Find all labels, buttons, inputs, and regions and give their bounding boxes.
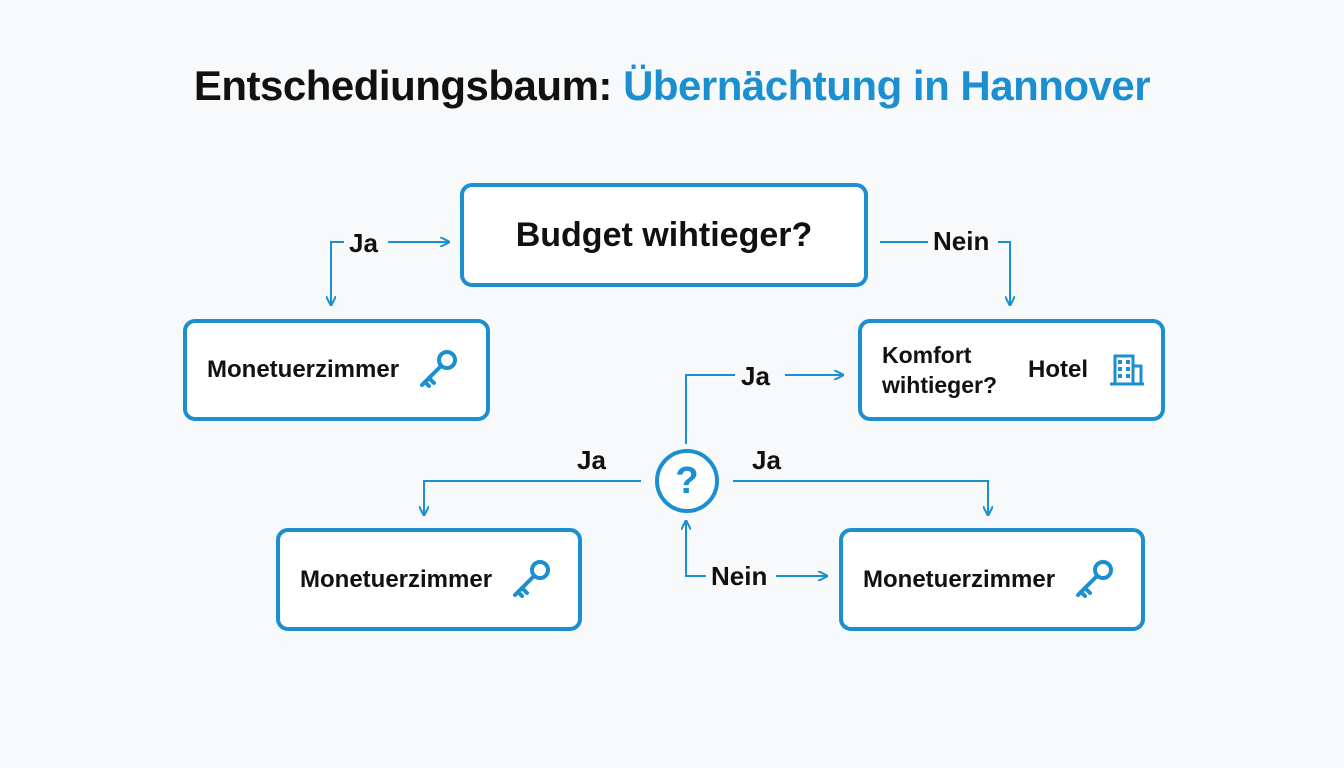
key-icon (1071, 557, 1117, 603)
hotel-building-icon (1106, 350, 1146, 390)
edge-label-q-bottom: Nein (711, 561, 768, 591)
edge-q-right (733, 480, 988, 514)
root-question-node: Budget wihtieger? (460, 183, 868, 287)
edge-q-up-line (685, 374, 735, 444)
edge-label-q-right: Ja (752, 445, 781, 475)
edge-root-right-down (998, 241, 1010, 304)
edge-label-q-up: Ja (741, 361, 770, 391)
leaf-node-left: Monetuerzimmer (183, 319, 490, 421)
comfort-question-node: Komfort wihtieger? Hotel (858, 319, 1165, 421)
edge-root-left-down (331, 241, 344, 304)
title-accent: Übernächtung in Hannover (623, 62, 1151, 109)
comfort-question-label: Komfort wihtieger? (882, 342, 998, 398)
key-icon (415, 347, 461, 393)
root-question-label: Budget wihtieger? (515, 215, 813, 254)
diagram-title: Entschediungsbaum: Übernächtung in Hanno… (0, 62, 1344, 110)
edge-label-root-left: Ja (349, 228, 378, 258)
decision-question-icon: ? (655, 449, 719, 513)
leaf-node-bottom-left: Monetuerzimmer (276, 528, 582, 631)
leaf-node-bottom-right: Monetuerzimmer (839, 528, 1145, 631)
leaf-label: Monetuerzimmer (207, 356, 400, 383)
hotel-label: Hotel (1028, 356, 1088, 383)
key-icon (508, 557, 554, 603)
title-main: Entschediungsbaum: (193, 62, 624, 109)
edge-label-q-left: Ja (577, 445, 606, 475)
edge-q-bottom-up (686, 522, 706, 577)
leaf-label: Monetuerzimmer (863, 565, 1056, 593)
edge-q-left (424, 480, 641, 514)
leaf-label: Monetuerzimmer (300, 565, 493, 593)
edge-label-root-right: Nein (933, 226, 990, 256)
